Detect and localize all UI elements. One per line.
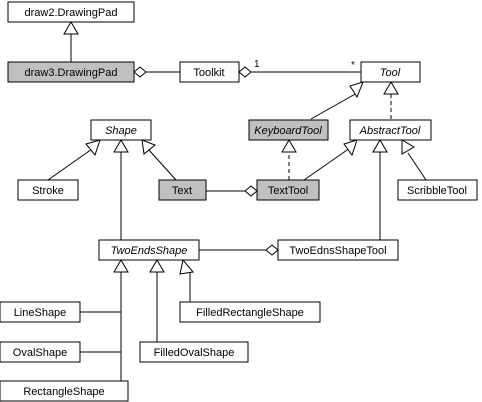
gen-arrow-shape-right (141, 139, 156, 155)
agg-diamond-draw3 (133, 66, 147, 78)
class-box-text (158, 179, 207, 201)
gen-arrow-shape-center (113, 139, 129, 153)
agg-diamond-texttool (244, 185, 258, 197)
class-box-abstracttool (349, 119, 432, 141)
class-box-filledovalshape (139, 341, 249, 363)
gen-arrow-tool-left (349, 81, 364, 99)
class-box-lineshape (0, 301, 81, 323)
multiplicity-toolkit-end: 1 (254, 59, 260, 70)
label-stroke: Stroke (32, 185, 64, 197)
edge-text-shape (148, 149, 177, 181)
gen-arrow-abstracttool-center (372, 139, 388, 153)
class-box-scribbletool (397, 179, 478, 201)
class-box-rectangleshape (0, 380, 129, 402)
label-scribbletool: ScribbleTool (407, 185, 467, 197)
gen-arrow-keyboardtool (281, 139, 297, 153)
gen-arrow-twoends-left (113, 259, 129, 273)
class-box-filledrectangleshape (179, 301, 321, 323)
gen-arrow-abstracttool-right (401, 139, 415, 155)
label-lineshape: LineShape (14, 307, 67, 319)
agg-diamond-twoendsshapetool (265, 244, 279, 256)
label-abstracttool: AbstractTool (359, 125, 421, 137)
gen-arrow-twoends-right (179, 258, 194, 275)
class-box-stroke (17, 179, 79, 201)
agg-diamond-toolkit (238, 66, 252, 78)
label-twoendsshapetool: TwoEdnsShapeTool (289, 245, 386, 257)
label-shape: Shape (105, 125, 137, 137)
label-twoendsshape: TwoEndsShape (111, 245, 188, 257)
label-tool: Tool (380, 67, 401, 79)
class-box-ovalshape (0, 341, 81, 363)
label-draw2-drawingpad: draw2.DrawingPad (25, 7, 118, 19)
label-filledovalshape: FilledOvalShape (154, 347, 235, 359)
class-box-texttool (256, 179, 320, 201)
class-box-draw2-drawingpad (7, 1, 135, 23)
class-box-twoendsshapetool (277, 239, 399, 261)
label-text: Text (172, 185, 192, 197)
gen-arrow-abstracttool-left (343, 139, 358, 157)
label-keyboardtool: KeyboardTool (254, 125, 322, 137)
label-draw3-drawingpad: draw3.DrawingPad (25, 67, 118, 79)
gen-arrow-tool-right (383, 81, 399, 95)
label-toolkit: Toolkit (193, 67, 224, 79)
label-rectangleshape: RectangleShape (23, 386, 104, 398)
class-box-tool (360, 61, 421, 83)
multiplicity-tool-end: * (351, 60, 355, 71)
edge-texttool-abstracttool (303, 147, 351, 181)
gen-arrow-draw2 (63, 21, 79, 35)
gen-arrow-shape-left (85, 139, 101, 157)
class-box-keyboardtool (248, 119, 329, 141)
gen-arrow-twoends-middle (149, 259, 165, 273)
edge-scribbletool-abstracttool (407, 152, 427, 181)
edge-stroke-shape (47, 148, 93, 181)
label-filledrectangleshape: FilledRectangleShape (196, 307, 304, 319)
class-box-toolkit (179, 61, 240, 83)
class-box-twoendsshape (98, 239, 200, 261)
edge-keyboardtool-tool (310, 92, 358, 120)
label-texttool: TextTool (268, 185, 308, 197)
class-box-draw3-drawingpad (7, 61, 135, 83)
label-ovalshape: OvalShape (13, 347, 67, 359)
class-box-shape (90, 119, 152, 141)
